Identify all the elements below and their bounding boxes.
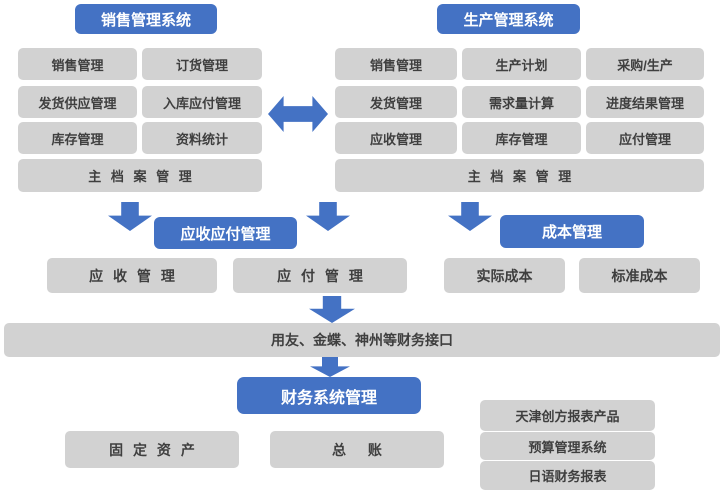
report-product-box: 天津创方报表产品 xyxy=(480,400,655,431)
payable-management-box: 应 付 管 理 xyxy=(233,258,407,293)
report-product-box: 日语财务报表 xyxy=(480,461,655,490)
receivable-payable-header: 应收应付管理 xyxy=(154,217,297,249)
standard-cost-box: 标准成本 xyxy=(579,258,700,293)
down-arrow-icon xyxy=(448,202,492,231)
receivable-management-box: 应 收 管 理 xyxy=(47,258,217,293)
production-module-box: 需求量计算 xyxy=(462,86,581,118)
sales-module-box: 库存管理 xyxy=(18,122,137,154)
production-module-box: 发货管理 xyxy=(335,86,457,118)
production-module-box: 销售管理 xyxy=(335,48,457,80)
finance-interface-bar: 用友、金蝶、神州等财务接口 xyxy=(4,323,720,357)
production-module-box: 采购/生产 xyxy=(586,48,704,80)
down-arrow-icon xyxy=(309,296,355,323)
sales-master-file-box: 主 档 案 管 理 xyxy=(18,159,262,192)
sales-module-box: 资料统计 xyxy=(142,122,262,154)
down-arrow-icon xyxy=(108,202,152,231)
production-master-file-box: 主 档 案 管 理 xyxy=(335,159,704,192)
general-ledger-box: 总 账 xyxy=(270,431,444,468)
down-arrow-icon xyxy=(306,202,350,231)
production-module-box: 应收管理 xyxy=(335,122,457,154)
sales-module-box: 发货供应管理 xyxy=(18,86,137,118)
production-system-header: 生产管理系统 xyxy=(437,4,580,34)
report-product-box: 预算管理系统 xyxy=(480,432,655,460)
production-module-box: 应付管理 xyxy=(586,122,704,154)
sales-system-header: 销售管理系统 xyxy=(75,4,217,34)
finance-system-header: 财务系统管理 xyxy=(237,377,421,414)
actual-cost-box: 实际成本 xyxy=(444,258,565,293)
cost-management-header: 成本管理 xyxy=(500,215,644,248)
down-arrow-icon xyxy=(310,357,350,377)
fixed-assets-box: 固 定 资 产 xyxy=(65,431,239,468)
sales-module-box: 入库应付管理 xyxy=(142,86,262,118)
double-arrow-icon xyxy=(268,96,328,132)
production-module-box: 生产计划 xyxy=(462,48,581,80)
production-module-box: 进度结果管理 xyxy=(586,86,704,118)
sales-module-box: 订货管理 xyxy=(142,48,262,80)
sales-module-box: 销售管理 xyxy=(18,48,137,80)
production-module-box: 库存管理 xyxy=(462,122,581,154)
